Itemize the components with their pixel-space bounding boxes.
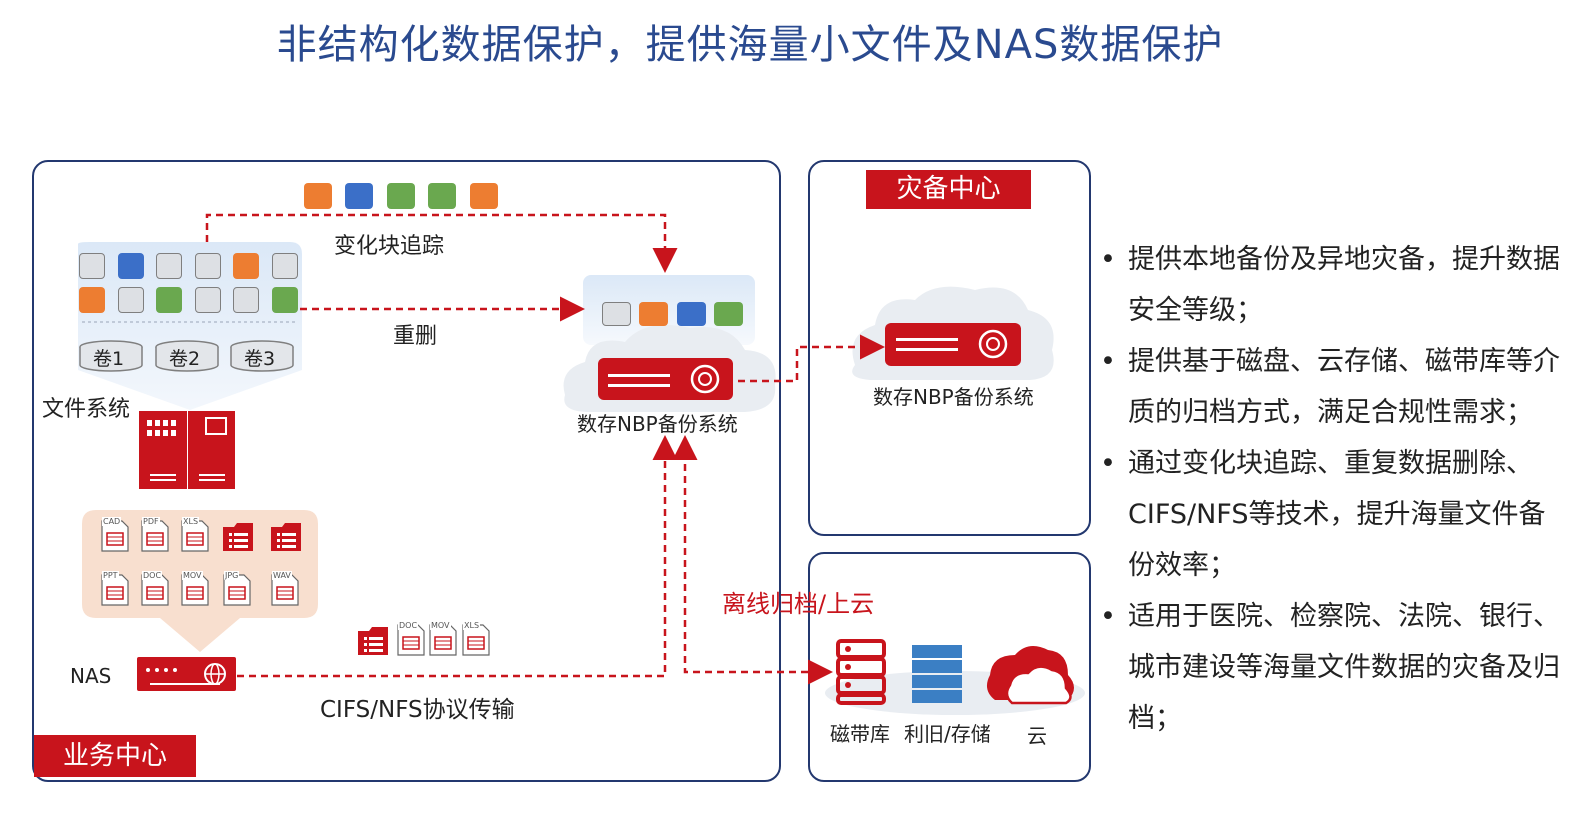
folder-icon (357, 621, 389, 657)
nas-device-icon (137, 657, 236, 691)
change-block-arrow (205, 213, 678, 273)
fs-block (79, 253, 105, 279)
feature-bullet-list: 提供本地备份及异地灾备，提升数据安全等级； 提供基于磁盘、云存储、磁带库等介质的… (1100, 234, 1560, 744)
volume-label: 卷3 (244, 348, 276, 370)
file-icon: PDF (140, 517, 172, 553)
file-type-label: XLS (182, 517, 200, 526)
file-type-label: DOC (142, 571, 163, 580)
fs-block (118, 287, 144, 313)
file-type-label: CAD (102, 517, 122, 526)
fs-block (233, 287, 259, 313)
tape-label: 磁带库 (830, 722, 890, 746)
change-block-orange (304, 183, 332, 209)
cloud-icon (986, 646, 1074, 705)
file-type-label: WAV (272, 571, 292, 580)
tape-library-icon (836, 639, 886, 705)
nbp-block (677, 302, 706, 326)
nbp-main-system (563, 275, 776, 412)
volume-cylinders (79, 340, 294, 372)
archive-arrow (672, 435, 833, 685)
volume-label: 卷1 (93, 348, 125, 370)
page-title: 非结构化数据保护，提供海量小文件及NAS数据保护 (276, 22, 1224, 68)
file-icon: XLS (461, 621, 493, 657)
change-block-green (387, 183, 415, 209)
folder-icon (222, 517, 254, 553)
fs-block (195, 287, 221, 313)
file-type-label: DOC (398, 621, 419, 630)
file-icon: MOV (428, 621, 460, 657)
bullet-item: 通过变化块追踪、重复数据删除、CIFS/NFS等技术，提升海量文件备份效率； (1100, 438, 1560, 591)
folder-icon (270, 517, 302, 553)
nbp-block (602, 302, 631, 326)
nbp-remote-system (852, 286, 1054, 380)
nbp-main-label: 数存NBP备份系统 (577, 412, 738, 436)
fs-block (272, 253, 298, 279)
file-icon: CAD (100, 517, 132, 553)
business-center-tag: 业务中心 (34, 735, 196, 777)
file-system-label: 文件系统 (42, 397, 131, 422)
archive-label: 离线归档/上云 (722, 590, 875, 618)
file-icon: MOV (180, 571, 212, 607)
cloud-label: 云 (1027, 724, 1047, 748)
nas-label: NAS (70, 664, 112, 688)
file-icon: DOC (140, 571, 172, 607)
nbp-block (714, 302, 743, 326)
file-icon: DOC (396, 621, 428, 657)
file-type-label: PPT (102, 571, 119, 580)
offsite-arrow (738, 334, 885, 383)
fs-block (156, 253, 182, 279)
file-icon: XLS (180, 517, 212, 553)
file-type-label: PDF (142, 517, 160, 526)
file-icon: PPT (100, 571, 132, 607)
bullet-item: 适用于医院、检察院、法院、银行、城市建设等海量文件数据的灾备及归档； (1100, 591, 1560, 744)
storage-icon (912, 645, 962, 703)
change-block-orange (470, 183, 498, 209)
file-type-label: MOV (182, 571, 203, 580)
fs-block (79, 287, 105, 313)
file-system-box (78, 242, 302, 410)
storage-label: 利旧/存储 (904, 722, 991, 746)
change-block-label: 变化块追踪 (334, 234, 445, 259)
nbp-block (639, 302, 668, 326)
dedup-label: 重删 (393, 324, 438, 349)
bullet-item: 提供本地备份及异地灾备，提升数据安全等级； (1100, 234, 1560, 336)
nbp-remote-label: 数存NBP备份系统 (873, 385, 1034, 409)
file-type-label: MOV (430, 621, 451, 630)
file-icon: WAV (270, 571, 302, 607)
change-block-blue (345, 183, 373, 209)
disaster-center-tag: 灾备中心 (866, 170, 1031, 209)
fs-block (233, 253, 259, 279)
file-type-label: JPG (224, 571, 240, 580)
file-type-label: XLS (463, 621, 481, 630)
file-icon: JPG (222, 571, 254, 607)
fs-block (118, 253, 144, 279)
fs-block (156, 287, 182, 313)
bullet-item: 提供基于磁盘、云存储、磁带库等介质的归档方式，满足合规性需求； (1100, 336, 1560, 438)
fs-block (195, 253, 221, 279)
cifs-label: CIFS/NFS协议传输 (320, 697, 515, 723)
server-rack-icon (139, 411, 235, 489)
volume-label: 卷2 (169, 348, 201, 370)
fs-block (272, 287, 298, 313)
change-block-green (428, 183, 456, 209)
